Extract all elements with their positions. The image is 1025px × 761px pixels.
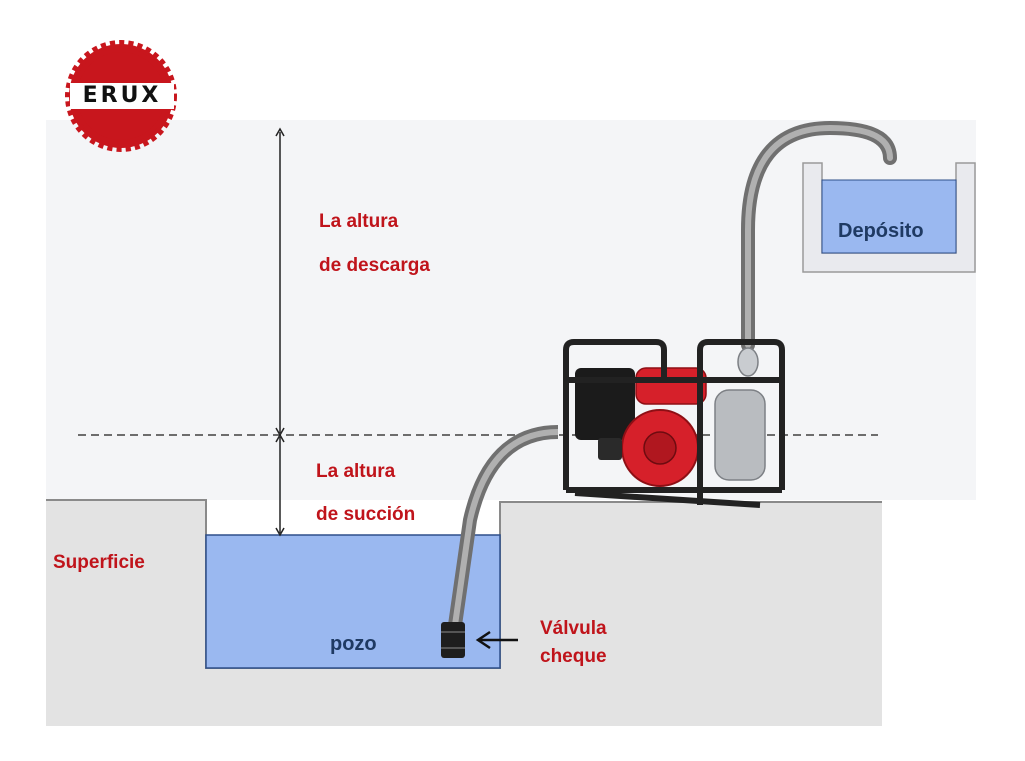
suction-head-label-line1: La altura xyxy=(316,461,395,483)
check-valve-label-line1: Válvula xyxy=(540,618,607,640)
tank-label: Depósito xyxy=(838,220,924,243)
suction-head-label-line2: de succión xyxy=(316,504,415,526)
pump-engine-cover-inner xyxy=(644,432,676,464)
pump-carburetor xyxy=(598,438,622,460)
discharge-head-label-line1: La altura xyxy=(319,211,398,233)
surface-label: Superficie xyxy=(53,552,145,574)
pump-housing xyxy=(715,390,765,480)
logo-text: ERUX xyxy=(70,83,174,109)
well-label: pozo xyxy=(330,633,377,656)
discharge-head-label-line2: de descarga xyxy=(319,255,430,277)
check-valve-label-line2: cheque xyxy=(540,646,607,668)
check-valve xyxy=(441,622,465,658)
pump-outlet xyxy=(738,348,758,376)
pump-fuel-tank xyxy=(636,368,706,404)
